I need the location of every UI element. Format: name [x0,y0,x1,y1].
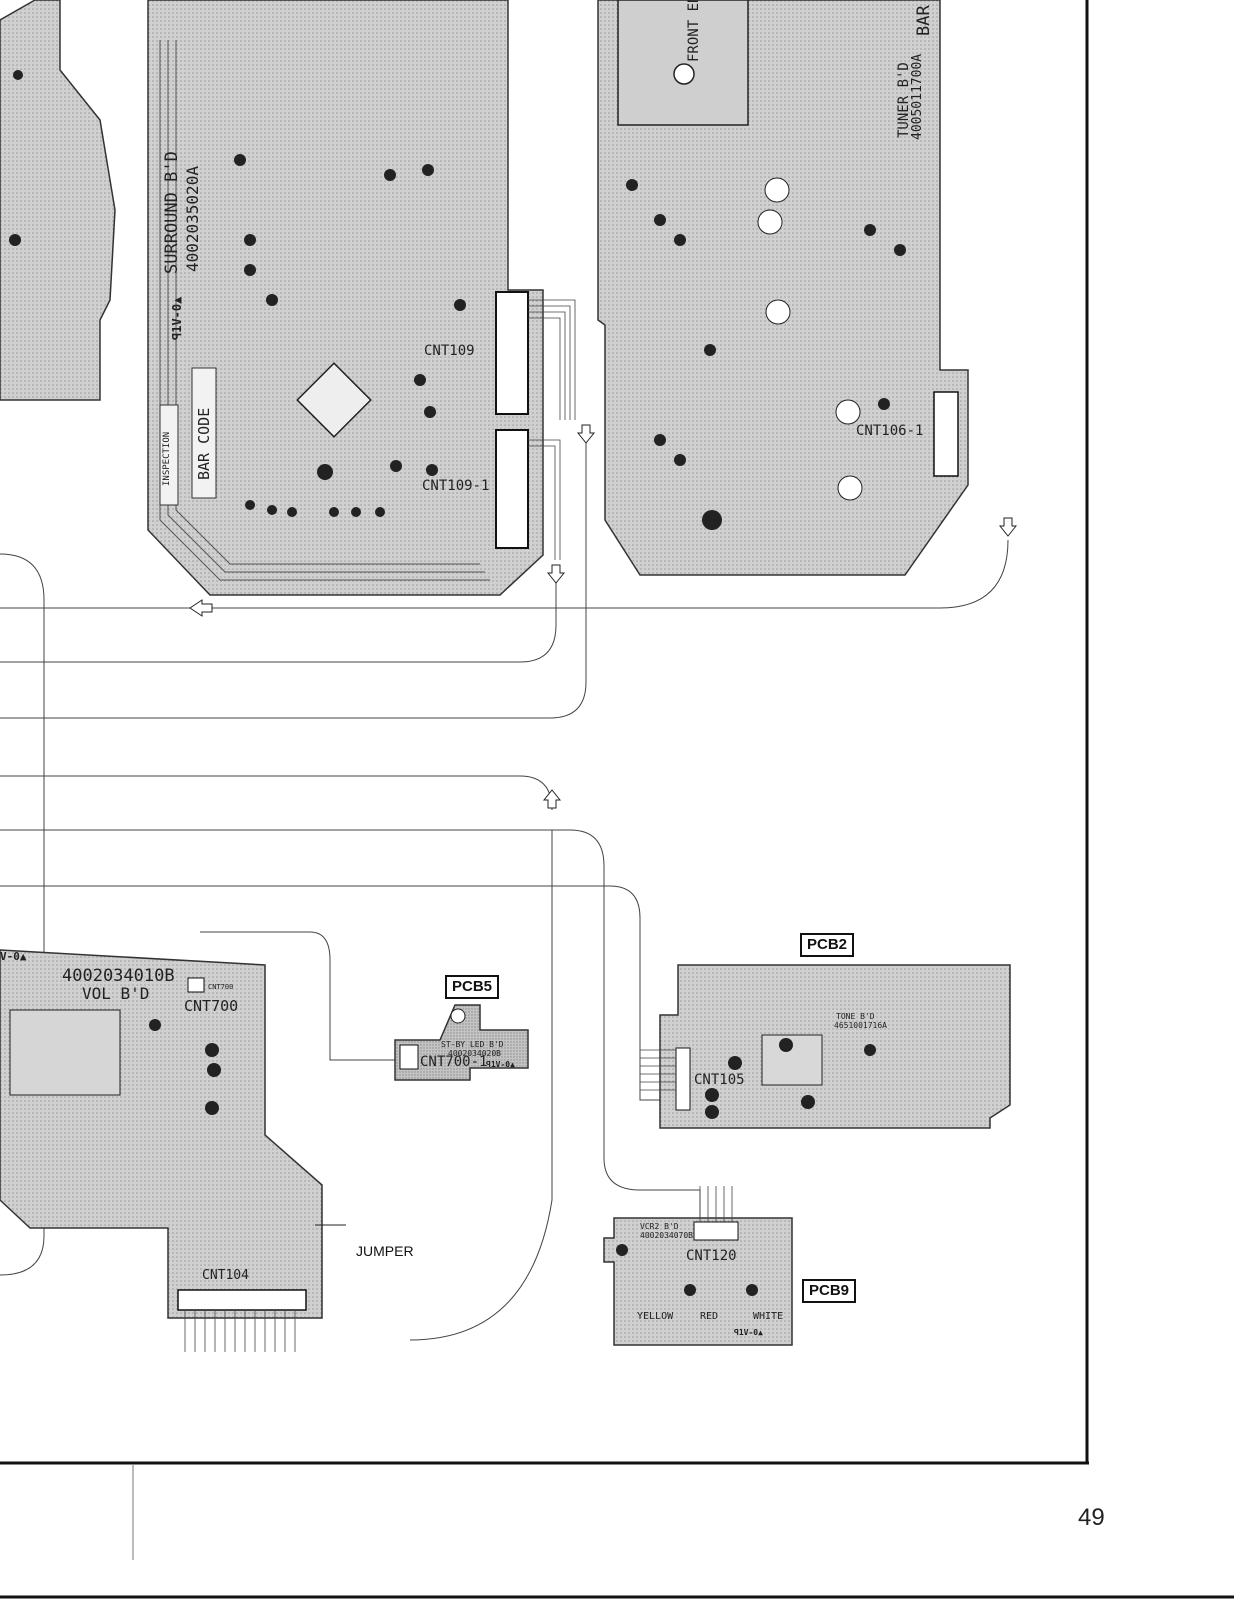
connector-cnt109-1: CNT109-1 [422,478,490,494]
surround-inspection-box [159,404,179,506]
led-board-part: 4002034020B [448,1049,501,1058]
vcr2-yellow-label: YELLOW [637,1311,674,1322]
tuner-board [597,0,969,576]
vol-board-mark: V-0▲ [0,950,27,963]
vol-connector-label: CNT700 [184,997,239,1015]
tuner-front-end-label: FRONT END [686,0,702,62]
tone-board-part: 4651001716A [834,1021,887,1030]
connector-cnt104: CNT104 [202,1268,249,1283]
vol-connector [177,1289,307,1311]
vcr2-board-name: VCR2 B'D [640,1222,679,1231]
tuner-connector [933,391,959,477]
left-board [0,0,116,401]
surround-barcode-box [191,367,217,499]
surround-inspection: INSPECTION [162,431,172,486]
surround-board-part: 4002035020A [183,166,202,272]
led-board-mark: ꟼ1V-0▲ [486,1060,515,1069]
vcr2-white-label: WHITE [753,1311,784,1322]
vcr2-board [603,1217,793,1346]
tuner-front-end [617,0,749,126]
vcr2-board-connector: CNT120 [686,1248,737,1264]
pcb9-tag: PCB9 [802,1279,857,1303]
connector-cnt106-1: CNT106-1 [856,423,924,439]
vol-board [0,949,323,1319]
page-number: 49 [1078,1504,1105,1531]
surround-board-mark: ꟼ1V-0▲ [170,296,184,340]
vcr2-board-mark: ꟼ1V-0▲ [734,1328,763,1337]
led-board-name: ST-BY LED B'D [441,1040,504,1049]
surround-board [147,0,544,596]
jumper-label: JUMPER [356,1243,414,1259]
led-board-connector: CNT700-1 [420,1054,488,1070]
pcb5-tag: PCB5 [445,975,500,999]
tuner-board-part: 4005011700A [910,53,925,140]
connector-cnt109: CNT109 [424,343,475,359]
pcb2-tag: PCB2 [800,933,855,957]
tone-board-name: TONE B'D [836,1012,875,1021]
surround-connector-bottom [495,429,529,549]
surround-bar-code: BAR CODE [195,407,213,480]
vol-board-name: VOL B'D [82,984,150,1003]
vcr2-board-part: 4002034070B [640,1231,693,1240]
tuner-bar-label: BAR [914,5,934,36]
cnt700-small-label: CNT700 [208,983,234,991]
surround-connector-top [495,291,529,415]
vol-board-part: 4002034010B [62,966,175,986]
surround-ic [296,362,372,438]
tone-board-connector: CNT105 [694,1072,745,1088]
surround-board-name: SURROUND B'D [162,151,182,274]
led-board [394,1004,529,1081]
tone-board [659,964,1011,1129]
vcr2-red-label: RED [700,1311,719,1322]
